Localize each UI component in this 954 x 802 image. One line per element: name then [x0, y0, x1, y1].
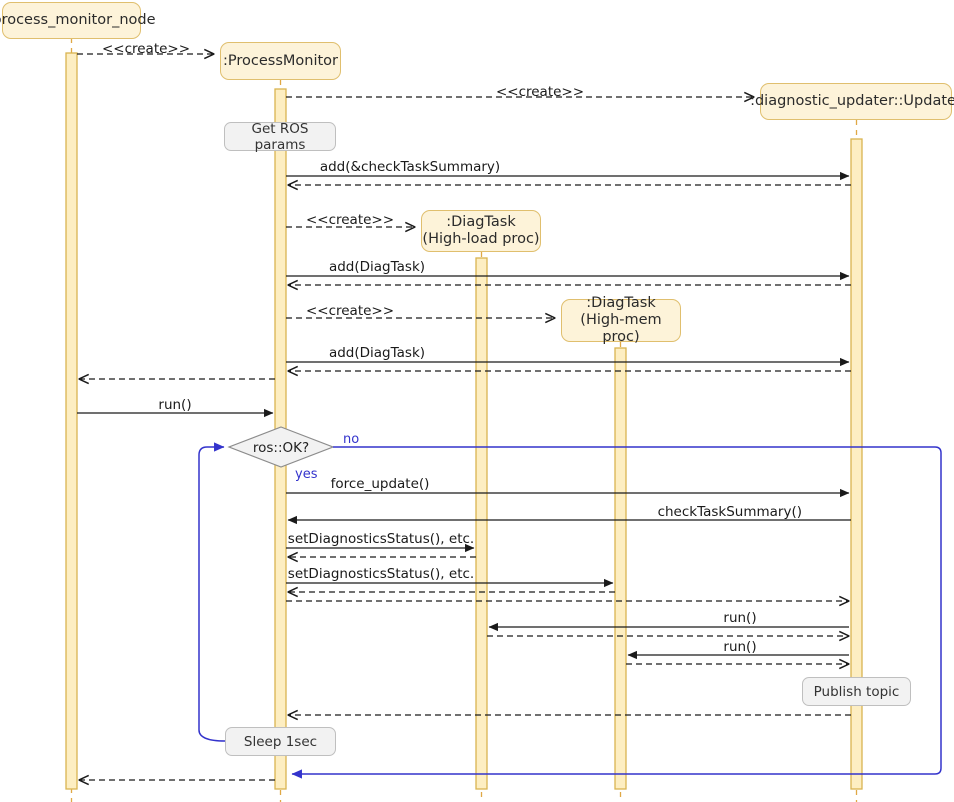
participant-diagtask-high-load[interactable]: :DiagTask (High-load proc) [421, 210, 541, 252]
lifeline-dashes [70, 38, 858, 802]
participant-label: :DiagTask (High-load proc) [422, 214, 540, 247]
msg-label-m20: run() [723, 610, 757, 626]
msg-label-m22: run() [723, 639, 757, 655]
msg-label-m12: run() [158, 397, 192, 413]
decision-ros-ok-label: ros::OK? [252, 440, 310, 456]
msg-label-m14: checkTaskSummary() [657, 504, 802, 520]
note-label: Sleep 1sec [243, 733, 318, 750]
msg-label-m1: <<create>> [101, 41, 191, 57]
message-arrows [77, 54, 851, 780]
msg-label-m3: add(&checkTaskSummary) [319, 159, 501, 175]
participant-process-monitor[interactable]: :ProcessMonitor [220, 42, 341, 80]
activation-node [65, 52, 78, 790]
branch-label-yes: yes [295, 467, 318, 482]
msg-label-m8: <<create>> [305, 303, 395, 319]
loop-no-branch [291, 446, 942, 779]
note-sleep-1sec: Sleep 1sec [225, 727, 336, 756]
msg-label-m9: add(DiagTask) [328, 345, 426, 361]
note-label: Get ROS params [251, 120, 309, 153]
participant-process-monitor-node[interactable]: :process_monitor_node [0, 2, 156, 39]
msg-label-m17: setDiagnosticsStatus(), etc. [287, 566, 475, 582]
msg-label-m15: setDiagnosticsStatus(), etc. [287, 531, 475, 547]
msg-label-m6: add(DiagTask) [328, 259, 426, 275]
activation-updater [850, 138, 863, 790]
participant-diagnostic-updater[interactable]: :diagnostic_updater::Updater [750, 83, 954, 120]
decision-ros-ok-diamond [227, 426, 335, 468]
loop-back-branch [198, 442, 226, 742]
loop-flow [198, 442, 942, 779]
participant-label: :ProcessMonitor [222, 52, 338, 69]
participant-label: :diagnostic_updater::Updater [750, 93, 954, 109]
participant-label: :process_monitor_node [0, 12, 156, 28]
msg-label-m5: <<create>> [305, 212, 395, 228]
participant-diagtask-high-mem[interactable]: :DiagTask (High-mem proc) [561, 295, 681, 345]
note-publish-topic: Publish topic [802, 677, 911, 706]
note-label: Publish topic [813, 683, 900, 700]
note-get-ros-params: Get ROS params [224, 120, 336, 153]
msg-label-m13: force_update() [330, 476, 430, 492]
branch-label-no: no [343, 432, 360, 447]
activation-task1 [475, 257, 488, 790]
activation-task2 [614, 347, 627, 790]
participant-label: :DiagTask (High-mem proc) [580, 295, 662, 345]
msg-label-m2: <<create>> [495, 84, 585, 100]
